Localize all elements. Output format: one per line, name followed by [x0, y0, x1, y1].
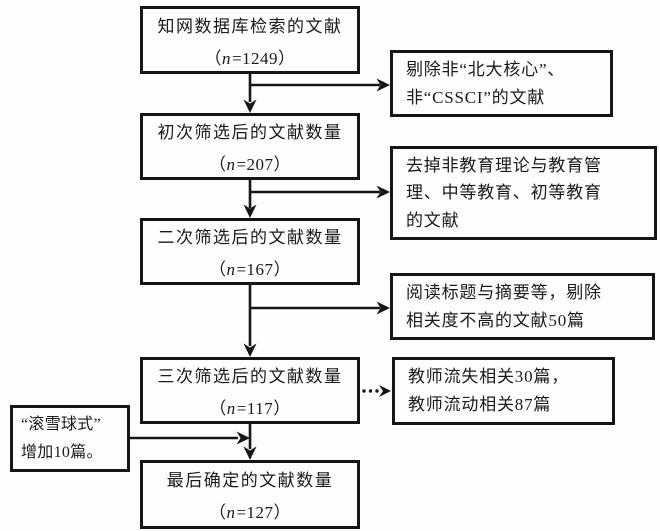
side-note-line: 的文献: [406, 210, 460, 230]
side-note-line: 去掉非教育理论与教育管: [406, 155, 602, 175]
side-note-remove-non-education: 去掉非教育理论与教育管 理、中等教育、初等教育 的文献: [390, 146, 657, 240]
flow-box-count: （n=117）: [209, 399, 291, 418]
flow-box-title: 二次筛选后的文献数量: [157, 228, 343, 247]
arrowhead-right-note4: [379, 385, 391, 397]
flow-box-count: （n=127）: [208, 503, 292, 522]
side-note-line: 阅读标题与摘要等，剔除: [406, 282, 602, 302]
arrowhead-right-note2: [376, 185, 390, 199]
side-note-line: 教师流动相关87篇: [408, 395, 552, 414]
left-note-snowball: “滚雪球式” 增加10篇。: [10, 405, 130, 472]
flow-box-count: （n=167）: [208, 260, 292, 279]
flow-box-title: 初次筛选后的文献数量: [157, 123, 343, 142]
flow-box-title: 最后确定的文献数量: [166, 471, 334, 490]
arrowhead-right-leftnote: [236, 431, 250, 445]
dotted-arrow-dot: [362, 389, 366, 393]
flow-box-count: （n=207）: [208, 155, 292, 174]
side-note-line: 剔除非“北大核心”、: [406, 59, 566, 79]
arrowhead-down-box3: [243, 204, 257, 218]
dotted-arrow-dot: [375, 389, 379, 393]
side-note-teacher-attrition-mobility: 教师流失相关30篇， 教师流动相关87篇: [392, 357, 615, 425]
arrowhead-down-box5: [243, 446, 257, 460]
side-note-title-abstract-review: 阅读标题与摘要等，剔除 相关度不高的文献50篇: [390, 273, 655, 340]
left-note-line: “滚雪球式”: [21, 416, 102, 434]
dotted-arrow-dot: [368, 389, 373, 393]
flow-box-first-screening: 初次筛选后的文献数量 （n=207）: [140, 113, 360, 180]
flow-box-final-count: 最后确定的文献数量 （n=127）: [140, 460, 360, 529]
arrowhead-right-note3: [376, 301, 390, 315]
side-note-line: 理、中等教育、初等教育: [406, 183, 602, 203]
flow-box-database-search: 知网数据库检索的文献 （n=1249）: [140, 6, 360, 74]
arrowhead-right-note1: [376, 78, 390, 92]
side-note-exclude-non-core: 剔除非“北大核心”、 非“CSSCI”的文献: [390, 50, 613, 117]
flow-box-third-screening: 三次筛选后的文献数量 （n=117）: [140, 357, 360, 424]
left-note-line: 增加10篇。: [21, 443, 103, 461]
flow-box-second-screening: 二次筛选后的文献数量 （n=167）: [140, 218, 360, 285]
arrowhead-down-box2: [243, 99, 257, 113]
flow-box-count: （n=1249）: [204, 48, 296, 68]
side-note-line: 相关度不高的文献50篇: [406, 310, 585, 330]
flow-box-title: 知网数据库检索的文献: [157, 16, 343, 36]
side-note-line: 教师流失相关30篇，: [408, 367, 569, 387]
flow-box-title: 三次筛选后的文献数量: [157, 367, 343, 386]
side-note-line: 非“CSSCI”的文献: [406, 87, 546, 107]
arrowhead-down-box4: [243, 343, 257, 357]
